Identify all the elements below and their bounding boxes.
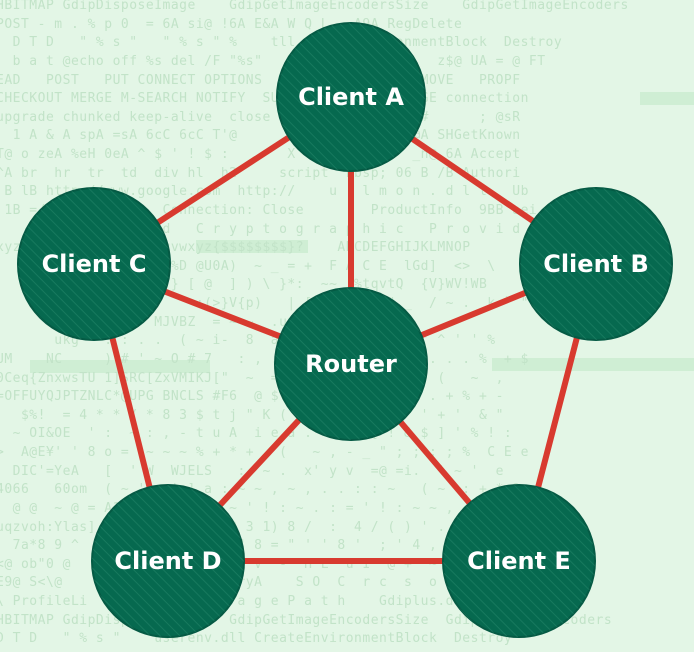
node-label-client-b: Client B bbox=[543, 250, 649, 278]
node-client-a: Client A bbox=[276, 22, 426, 172]
node-hatch bbox=[18, 188, 170, 340]
background-text-line: {8 @}& 8 {} [ @ ] ) \ }*: ~~ %tqvtQ {V}W… bbox=[0, 277, 488, 292]
node-hatch bbox=[275, 288, 427, 440]
node-client-b: Client B bbox=[519, 187, 673, 341]
node-router: Router bbox=[274, 287, 428, 441]
background-text-line: > A@E¥' ' 8 o = ~ ~ ~ % + * + ( ~ , - _ … bbox=[0, 445, 529, 460]
node-label-client-e: Client E bbox=[467, 547, 571, 575]
nodes-layer: Client A Client B Client C Router Client… bbox=[17, 22, 673, 638]
background-text-line: B lB http://www.google.com http:// u r l… bbox=[0, 184, 529, 199]
background-text-line: DIC'=YeA [ ' W WJELS : ~ . x' y v =@ =i.… bbox=[12, 464, 504, 479]
node-hatch bbox=[443, 485, 595, 637]
node-hatch bbox=[520, 188, 672, 340]
node-hatch bbox=[92, 485, 244, 637]
node-label-client-c: Client C bbox=[42, 250, 147, 278]
background-text-line: D T D " % s " userenv.dll CreateEnvironm… bbox=[0, 631, 513, 646]
background-highlight bbox=[492, 358, 694, 371]
node-client-e: Client E bbox=[442, 484, 596, 638]
background-highlight bbox=[196, 240, 308, 253]
node-label-client-a: Client A bbox=[298, 83, 404, 111]
node-client-c: Client C bbox=[17, 187, 171, 341]
background-highlight bbox=[640, 92, 694, 105]
node-hatch bbox=[277, 23, 425, 171]
background-text-line: HBITMAP GdipDisposeImage GdipGetImageEnc… bbox=[0, 0, 629, 13]
node-client-d: Client D bbox=[91, 484, 245, 638]
node-label-router: Router bbox=[305, 350, 397, 378]
node-label-client-d: Client D bbox=[114, 547, 221, 575]
background-text-line: ^A br hr tr td div hl h2 script nbsp; 06… bbox=[0, 166, 521, 181]
